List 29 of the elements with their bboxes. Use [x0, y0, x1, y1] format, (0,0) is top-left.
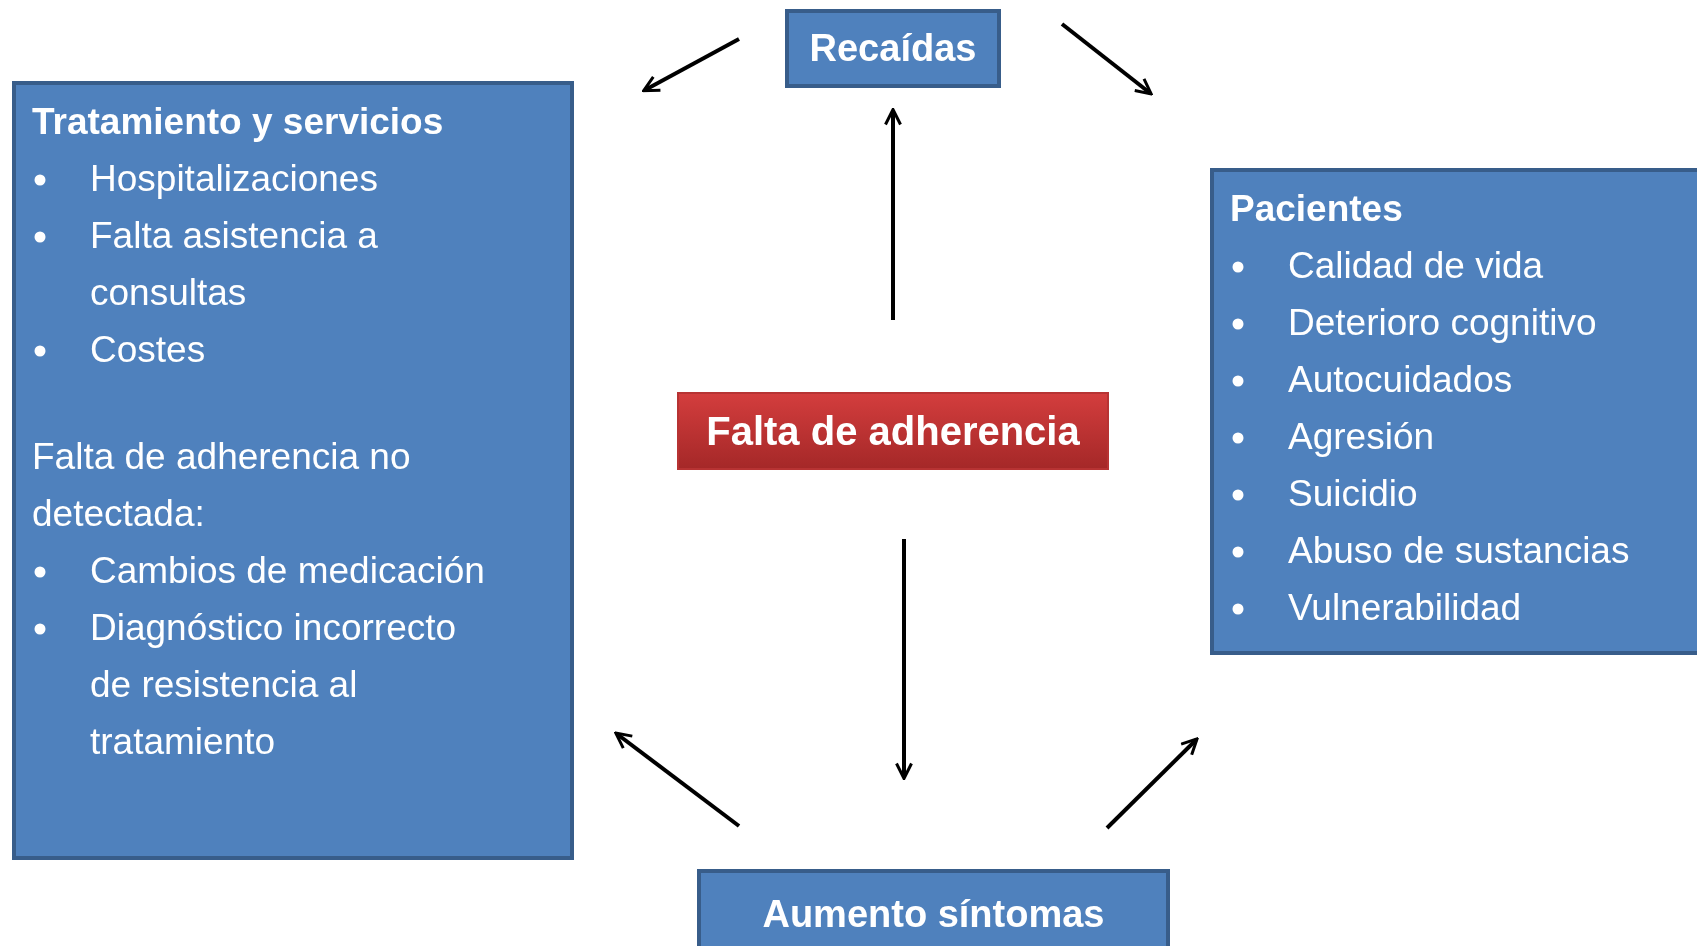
arrow	[1060, 22, 1153, 96]
arrow	[895, 539, 913, 780]
arrow	[884, 108, 902, 320]
arrow	[642, 37, 740, 93]
bullet-item: Agresión	[1288, 416, 1435, 457]
bullet-item: Autocuidados	[1288, 359, 1513, 400]
bullet-item: Hospitalizaciones	[90, 158, 378, 199]
box-label: Recaídas	[809, 27, 977, 70]
bullet-item: Abuso de sustancias	[1288, 530, 1630, 571]
bullet-item: Deterioro cognitivo	[1288, 302, 1597, 343]
panel-heading: Pacientes	[1230, 188, 1403, 229]
bullet-item: Cambios de medicación	[90, 550, 485, 591]
box-label: Falta de adherencia	[706, 408, 1080, 454]
bullet-item: Diagnóstico incorrecto de resistencia al tratamiento	[90, 607, 457, 762]
label-box	[697, 869, 1170, 946]
list-panel	[12, 81, 574, 860]
panel-text: Falta de adherencia no detectada:	[32, 436, 411, 534]
bullet-item: Costes	[90, 329, 206, 370]
bullet-item: Calidad de vida	[1288, 245, 1544, 286]
bullet-item: Suicidio	[1288, 473, 1418, 514]
panel-heading: Tratamiento y servicios	[32, 101, 444, 142]
arrow	[614, 731, 741, 828]
box-label: Aumento síntomas	[762, 892, 1105, 936]
bullet-item: Falta asistencia a consultas	[90, 215, 378, 313]
label-box	[785, 9, 1001, 88]
list-panel	[1210, 168, 1697, 655]
label-box	[677, 392, 1109, 470]
bullet-item: Vulnerabilidad	[1288, 587, 1522, 628]
arrow	[1105, 737, 1199, 830]
